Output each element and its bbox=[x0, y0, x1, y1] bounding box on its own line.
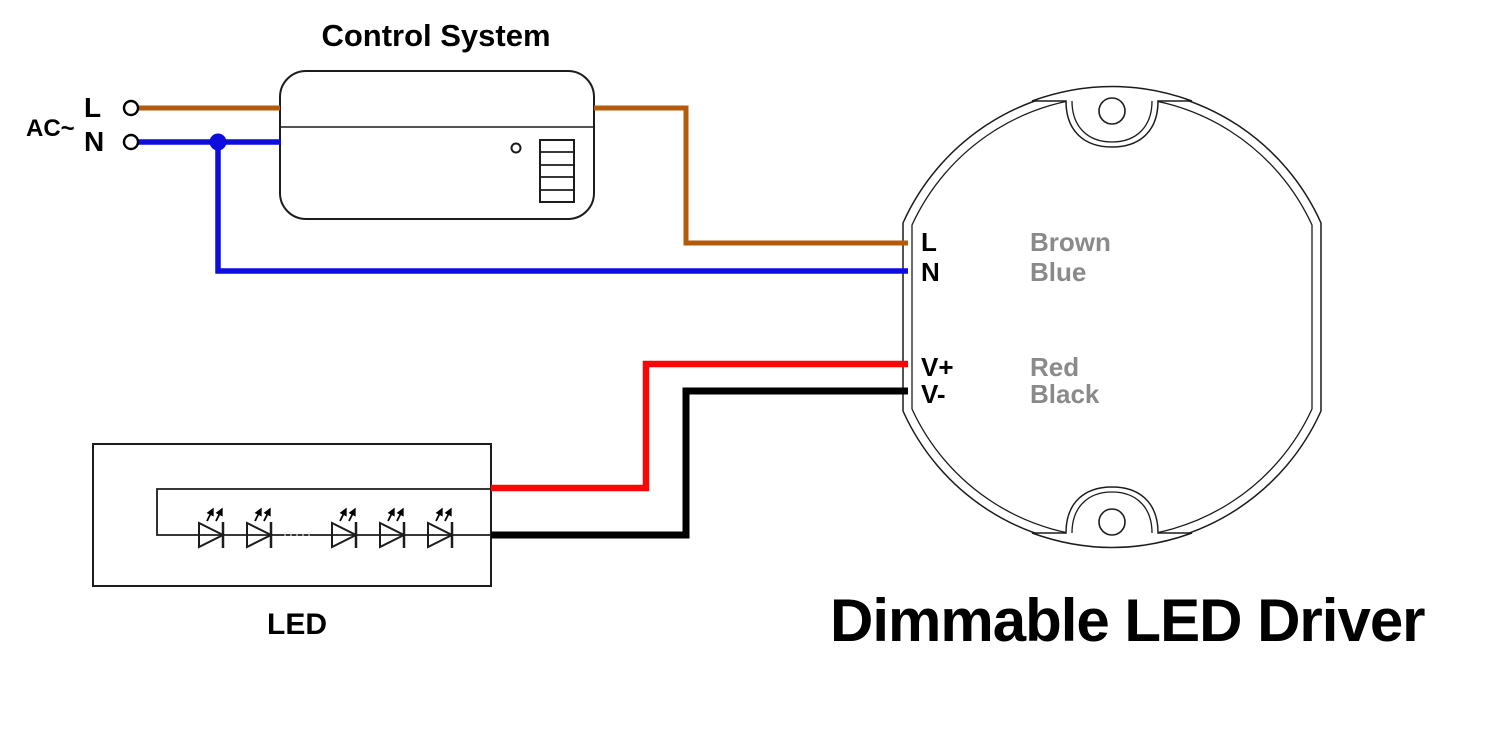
control-system-outline bbox=[279, 70, 595, 220]
ac-line-terminal-circle bbox=[122, 99, 140, 117]
driver-bottom-screw-hole bbox=[1098, 508, 1126, 536]
driver-terminal-vminus-label: V- bbox=[921, 379, 946, 409]
driver-terminal-vplus-label: V+ bbox=[921, 352, 954, 382]
driver-inner-rim bbox=[911, 96, 1313, 538]
driver-terminal-n-label: N bbox=[921, 257, 940, 287]
ac-neutral-terminal-label: N bbox=[84, 126, 105, 157]
wire-color-label-red: Red bbox=[1030, 352, 1080, 382]
red-wire-led-to-driver bbox=[491, 360, 908, 492]
control-system-terminal-block bbox=[539, 139, 575, 203]
led-module-box bbox=[92, 443, 492, 587]
led-module-label: LED bbox=[267, 608, 327, 641]
control-system-title: Control System bbox=[321, 18, 551, 53]
ac-neutral-terminal-circle bbox=[122, 133, 140, 151]
driver-outer-shell bbox=[902, 86, 1322, 548]
led-driver-body bbox=[902, 85, 1322, 549]
driver-terminal-l-label: L bbox=[921, 227, 937, 257]
driver-bottom-tab-inner-line bbox=[1071, 491, 1153, 534]
brown-wire-control-to-driver bbox=[594, 105, 908, 246]
wire-color-label-blue: Blue bbox=[1030, 257, 1087, 287]
ac-source-label: AC~ bbox=[26, 115, 75, 142]
driver-top-screw-hole bbox=[1098, 97, 1126, 125]
ac-line-terminal-label: L bbox=[84, 92, 102, 123]
led-module-outline bbox=[92, 443, 492, 587]
driver-title: Dimmable LED Driver bbox=[830, 587, 1426, 654]
control-system-box bbox=[279, 70, 595, 220]
blue-wire-junction-to-driver bbox=[215, 142, 908, 274]
blue-wire-junction-dot bbox=[209, 133, 227, 151]
wires bbox=[136, 105, 908, 539]
control-system-indicator-dot bbox=[510, 142, 522, 154]
led-string-circuit-line bbox=[156, 488, 491, 536]
wire-color-label-brown: Brown bbox=[1030, 227, 1111, 257]
black-wire-led-to-driver bbox=[491, 387, 908, 539]
driver-top-tab-inner-line bbox=[1071, 100, 1153, 143]
wire-color-label-black: Black bbox=[1030, 379, 1100, 409]
ac-terminals bbox=[122, 99, 140, 151]
